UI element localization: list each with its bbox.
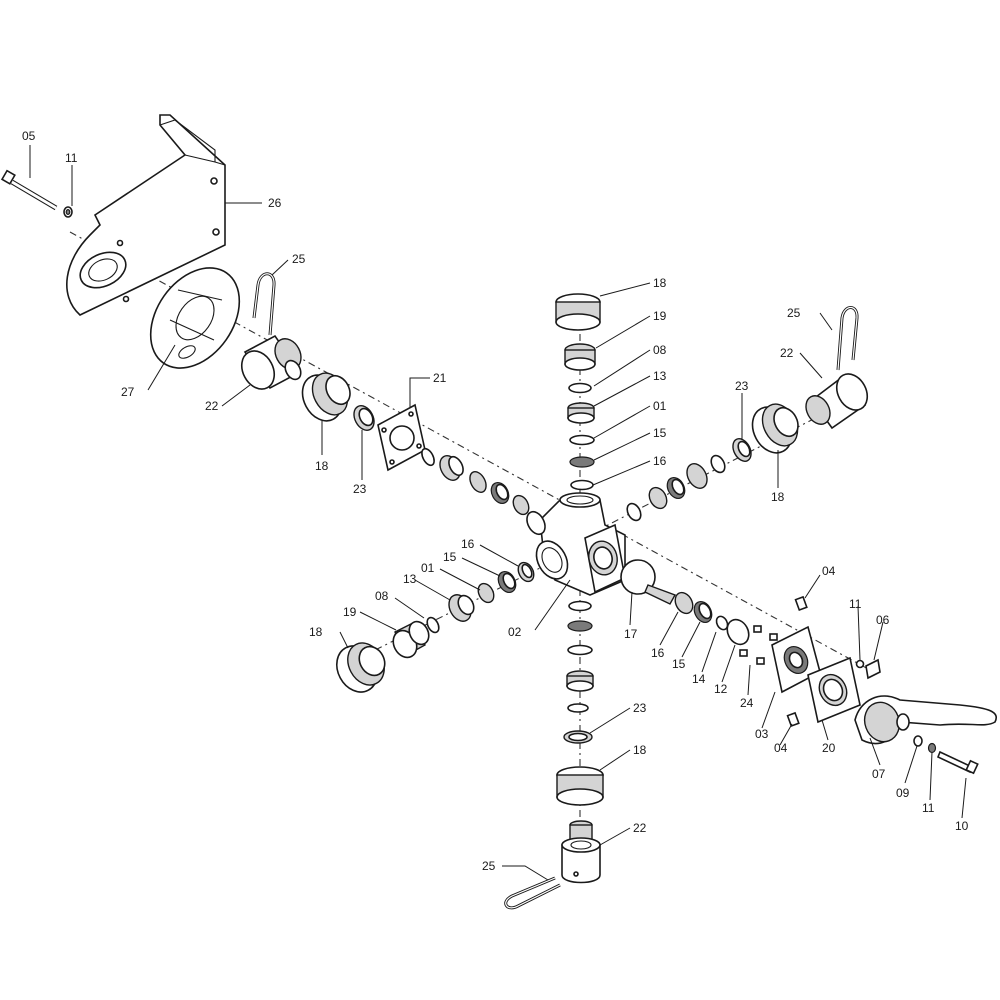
adapter-22-left [240, 334, 302, 390]
callout-23: 23 [353, 482, 367, 496]
callout-19: 19 [343, 605, 357, 619]
callout-07: 07 [872, 767, 886, 781]
upper-right-arm [626, 373, 869, 522]
adapter-22-bottom [561, 837, 601, 884]
callout-11: 11 [65, 151, 78, 165]
callout-25: 25 [482, 859, 496, 873]
callout-09: 09 [896, 786, 910, 800]
callout-20: 20 [822, 741, 836, 755]
callout-18: 18 [315, 459, 329, 473]
callout-13: 13 [653, 369, 667, 383]
callout-22: 22 [780, 346, 794, 360]
callout-08: 08 [653, 343, 667, 357]
callout-13: 13 [403, 572, 417, 586]
callout-25: 25 [787, 306, 801, 320]
callout-25: 25 [292, 252, 306, 266]
u-pin-right [836, 306, 859, 371]
callout-14: 14 [692, 672, 706, 686]
callout-15: 15 [653, 426, 667, 440]
washer-11-top [63, 206, 73, 218]
callout-02: 02 [508, 625, 522, 639]
lower-left-arm [335, 561, 535, 693]
callout-18: 18 [309, 625, 323, 639]
callout-24: 24 [740, 696, 754, 710]
leader-lines [29, 145, 967, 881]
bottom-stack [556, 600, 604, 842]
callout-11: 11 [922, 801, 935, 815]
callout-04: 04 [774, 741, 788, 755]
callout-18: 18 [633, 743, 647, 757]
callout-16: 16 [653, 454, 667, 468]
callout-19: 19 [653, 309, 667, 323]
callout-12: 12 [714, 682, 728, 696]
left-arm-rings [421, 447, 530, 516]
callout-23: 23 [633, 701, 647, 715]
u-pin-left [252, 272, 276, 336]
callout-15: 15 [443, 550, 457, 564]
callout-22: 22 [205, 399, 219, 413]
gasket-21 [377, 403, 426, 472]
nut-18-left [301, 372, 351, 422]
ring-23-left [353, 405, 375, 431]
callout-01: 01 [653, 399, 667, 413]
callout-16: 16 [461, 537, 475, 551]
lower-right-arm [620, 559, 997, 775]
callout-16: 16 [651, 646, 665, 660]
bolt-05 [0, 169, 58, 211]
mounting-bracket [66, 114, 226, 316]
callout-27: 27 [121, 385, 135, 399]
callout-18: 18 [771, 490, 785, 504]
callout-04: 04 [822, 564, 836, 578]
decal-plate [149, 267, 241, 369]
callout-05: 05 [22, 129, 36, 143]
callout-06: 06 [876, 613, 890, 627]
callout-26: 26 [268, 196, 282, 210]
callout-21: 21 [433, 371, 447, 385]
callout-01: 01 [421, 561, 435, 575]
valve-body [526, 492, 626, 596]
callout-23: 23 [735, 379, 749, 393]
callout-15: 15 [672, 657, 686, 671]
callout-03: 03 [755, 727, 769, 741]
callout-labels: 05 11 26 25 27 22 18 23 21 18 19 08 13 0… [22, 129, 969, 873]
top-stack [555, 293, 601, 491]
callout-17: 17 [624, 627, 638, 641]
callout-18: 18 [653, 276, 667, 290]
callout-11: 11 [849, 597, 862, 611]
callout-22: 22 [633, 821, 647, 835]
callout-08: 08 [375, 589, 389, 603]
u-pin-bottom [504, 876, 561, 910]
callout-10: 10 [955, 819, 969, 833]
